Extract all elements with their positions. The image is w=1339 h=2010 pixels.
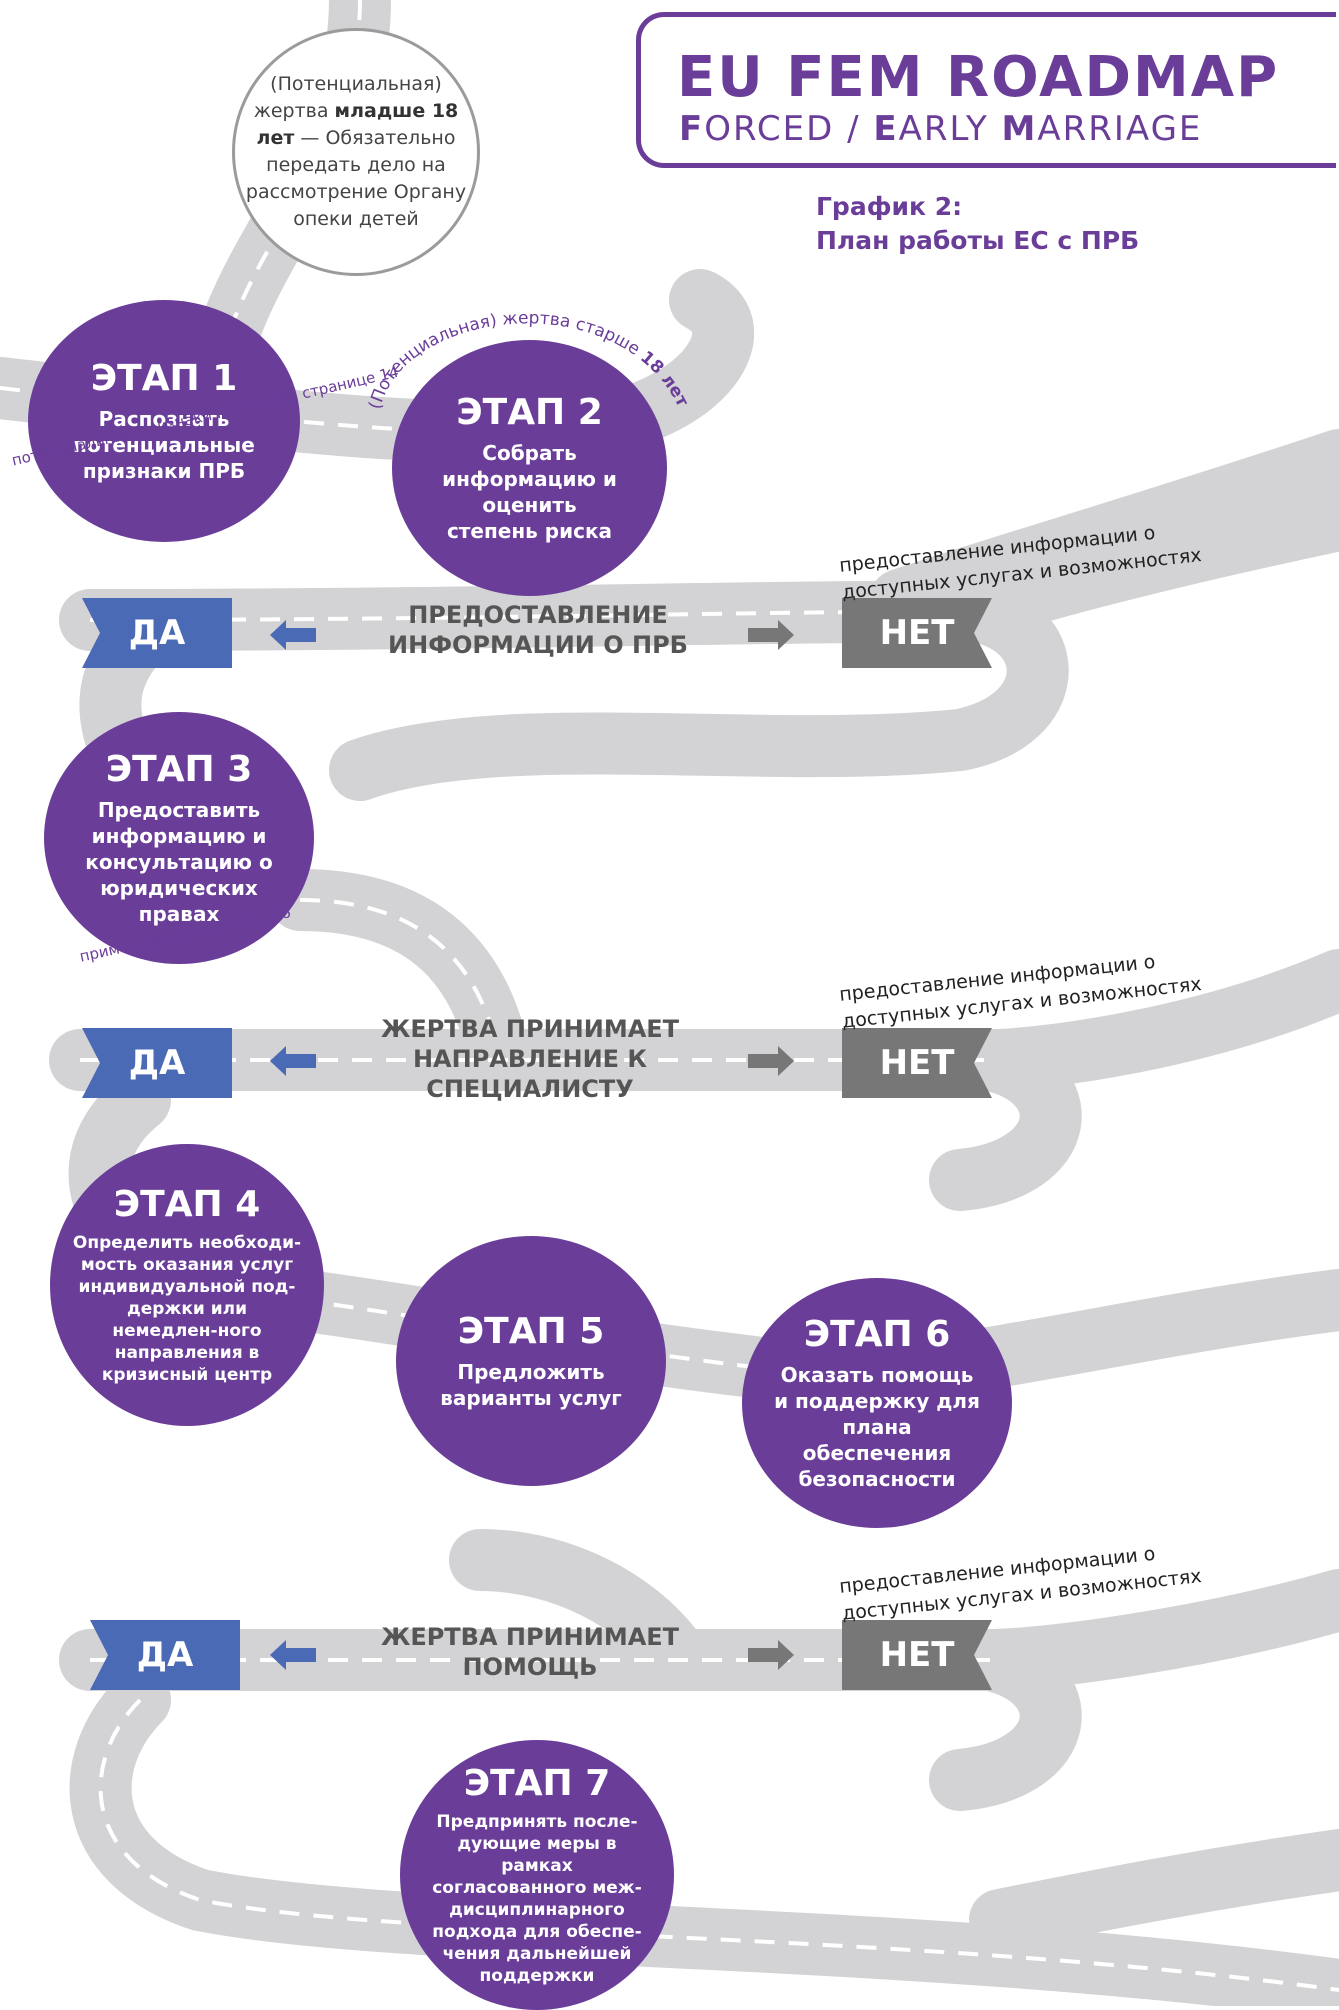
stage-text: Распознать потенциальные признаки ПРБ bbox=[73, 407, 255, 483]
stage-3: ЭТАП 3 Предоставить информацию и консуль… bbox=[44, 712, 314, 964]
graph-title: График 2: План работы ЕС с ПРБ bbox=[816, 190, 1176, 258]
logo-box: EU FEM ROADMAP FORCED / EARLY MARRIAGE bbox=[636, 12, 1336, 168]
stage-text: Оказать помощь и поддержку для плана обе… bbox=[774, 1363, 980, 1491]
stage-title: ЭТАП 4 bbox=[113, 1184, 261, 1225]
logo-subtitle: FORCED / EARLY MARRIAGE bbox=[679, 109, 1203, 149]
no-flag-3: НЕТ bbox=[842, 1620, 992, 1690]
stage-text: Собрать информацию и оценить степень рис… bbox=[442, 441, 617, 543]
arrow-left-icon bbox=[270, 1640, 316, 1670]
stage-4: ЭТАП 4 Определить необходи-мость оказани… bbox=[50, 1144, 324, 1426]
stage-title: ЭТАП 5 bbox=[457, 1311, 605, 1352]
stage-title: ЭТАП 3 bbox=[105, 749, 253, 790]
stage-6: ЭТАП 6 Оказать помощь и поддержку для пл… bbox=[742, 1278, 1012, 1528]
graph-title-line1: График 2: bbox=[816, 192, 963, 221]
stage-title: ЭТАП 7 bbox=[463, 1763, 611, 1804]
stage-7: ЭТАП 7 Предпринять после-дующие меры в р… bbox=[400, 1740, 674, 2010]
arrow-right-icon bbox=[748, 1640, 794, 1670]
arrow-left-icon bbox=[270, 620, 316, 650]
under18-bubble: (Потенциальная) жертва младше 18 лет — О… bbox=[232, 28, 480, 276]
decision-2-text: ЖЕРТВА ПРИНИМАЕТ НАПРАВЛЕНИЕ К СПЕЦИАЛИС… bbox=[380, 1015, 680, 1103]
stage-2: ЭТАП 2 Собрать информацию и оценить степ… bbox=[392, 340, 667, 596]
stage-title: ЭТАП 6 bbox=[803, 1314, 951, 1355]
yes-flag-2: ДА bbox=[82, 1028, 232, 1098]
no-flag-2: НЕТ bbox=[842, 1028, 992, 1098]
stage-text: Предоставить информацию и консультацию о… bbox=[85, 798, 273, 926]
arrow-right-icon bbox=[748, 1046, 794, 1076]
arrow-left-icon bbox=[270, 1046, 316, 1076]
stage-title: ЭТАП 2 bbox=[456, 392, 603, 433]
no-flag-1: НЕТ bbox=[842, 598, 992, 668]
graph-title-line2: План работы ЕС с ПРБ bbox=[816, 226, 1140, 255]
stage-text: Определить необходи-мость оказания услуг… bbox=[72, 1233, 302, 1385]
decision-1-text: ПРЕДОСТАВЛЕНИЕ ИНФОРМАЦИИ О ПРБ bbox=[388, 601, 688, 659]
stage-text: Предпринять после-дующие меры в рамках с… bbox=[432, 1812, 642, 1986]
arrow-right-icon bbox=[748, 620, 794, 650]
yes-flag-3: ДА bbox=[90, 1620, 240, 1690]
stage-title: ЭТАП 1 bbox=[90, 358, 238, 399]
stage-5: ЭТАП 5 Предложить варианты услуг bbox=[396, 1236, 666, 1486]
yes-flag-1: ДА bbox=[82, 598, 232, 668]
logo-title: EU FEM ROADMAP bbox=[677, 45, 1280, 110]
stage-text: Предложить варианты услуг bbox=[440, 1360, 622, 1410]
decision-3-text: ЖЕРТВА ПРИНИМАЕТ ПОМОЩЬ bbox=[380, 1623, 680, 1681]
under18-text: (Потенциальная) жертва младше 18 лет — О… bbox=[245, 73, 467, 230]
stage-1: ЭТАП 1 Распознать потенциальные признаки… bbox=[28, 300, 300, 542]
